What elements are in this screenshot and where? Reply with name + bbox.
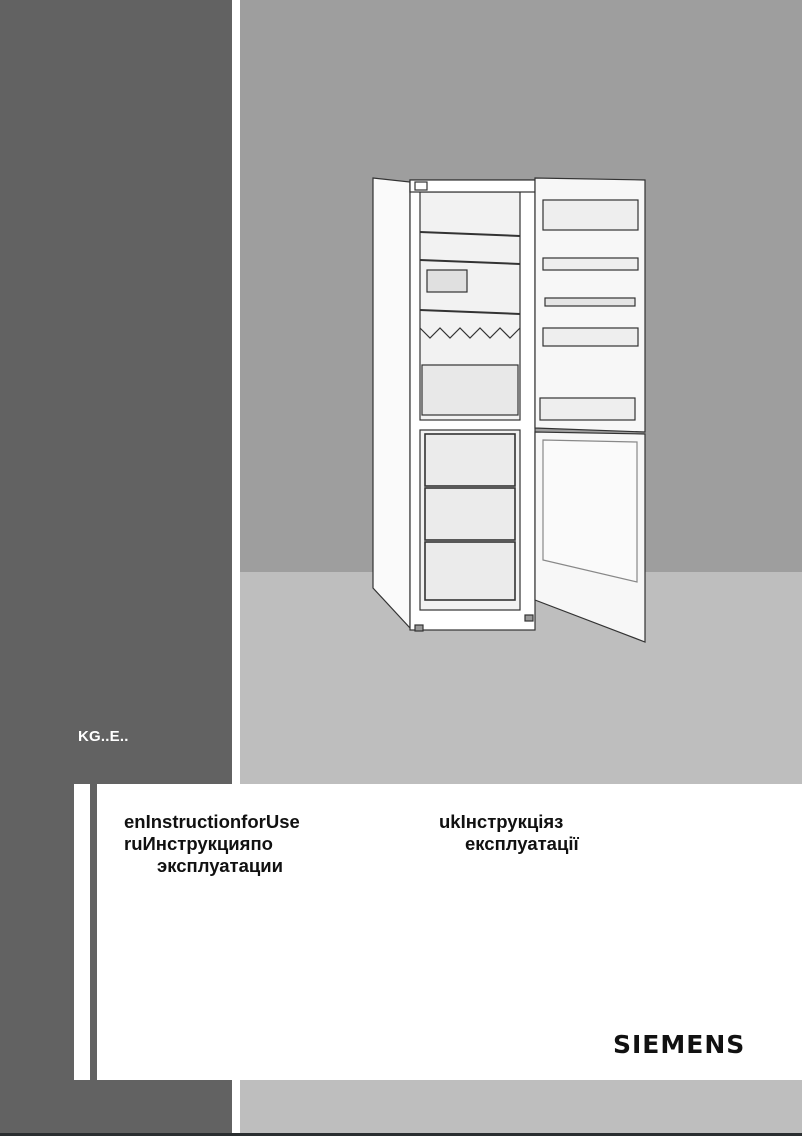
bottom-gray-band — [240, 1080, 802, 1136]
title-ru-line1: ruИнструкцияпо — [124, 833, 273, 854]
title-uk-line1: ukІнструкціяз — [439, 811, 564, 832]
bottom-border — [0, 1133, 802, 1136]
model-number: KG..E.. — [78, 728, 129, 745]
siemens-logo: SIEMENS — [613, 1030, 746, 1059]
title-panel-stripe — [90, 784, 97, 1080]
panel-divider — [232, 0, 240, 1136]
title-panel — [74, 784, 802, 1080]
title-ru-line2: эксплуатации — [157, 855, 284, 876]
title-uk-line2: експлуатації — [465, 833, 579, 854]
fridge-illustration — [372, 177, 646, 643]
title-column-uk: ukІнструкціяз експлуатації — [439, 811, 579, 855]
title-en: enInstructionforUse — [124, 811, 300, 832]
title-column-en-ru: enInstructionforUse ruИнструкцияпо экспл… — [124, 811, 300, 877]
